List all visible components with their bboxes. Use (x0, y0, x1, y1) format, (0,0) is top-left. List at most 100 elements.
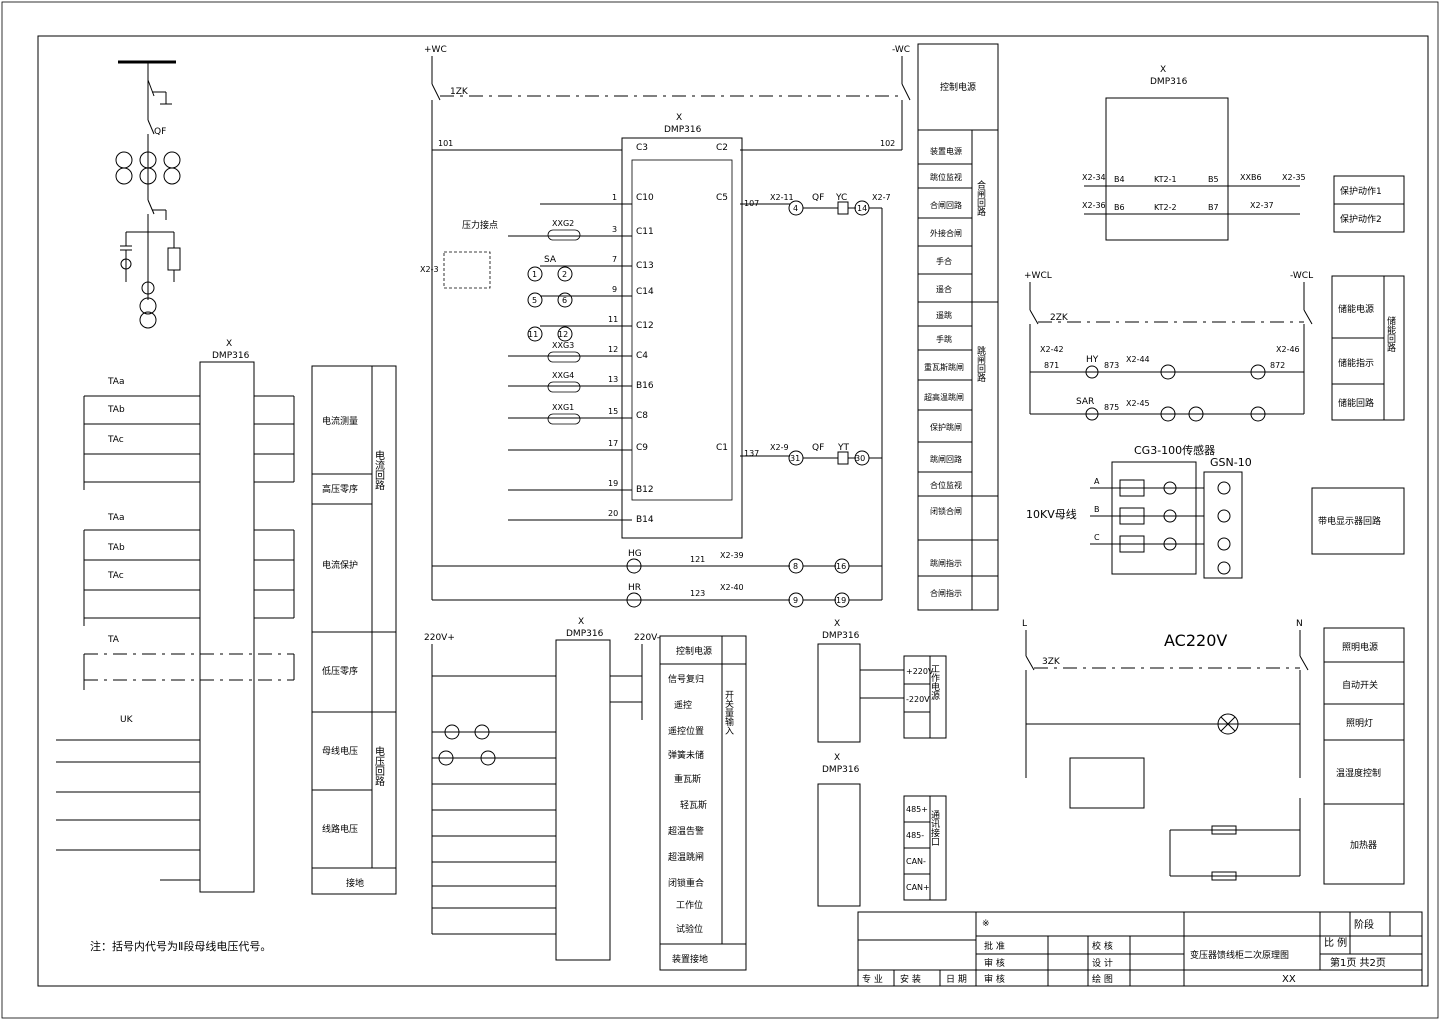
side-left-item-2: 电流保护 (322, 559, 358, 571)
svg-text:1: 1 (612, 193, 617, 202)
title-draw: 绘 图 (1092, 973, 1113, 985)
svg-text:101: 101 (438, 139, 453, 148)
svg-text:873: 873 (1104, 361, 1119, 370)
right-item-12: 跳闸回路 (930, 454, 962, 464)
drawing-title: 变压器馈线柜二次原理图 (1190, 949, 1289, 961)
switch-group-label: 开关量输入 (723, 690, 734, 735)
wc-minus-label: -WC (892, 45, 910, 55)
svg-text:107: 107 (744, 199, 759, 208)
svg-text:11: 11 (608, 315, 618, 324)
press-contact-label: 压力接点 (462, 219, 498, 231)
right-item-5: 手合 (936, 256, 952, 266)
svg-text:6: 6 (562, 296, 567, 305)
svg-text:CAN-: CAN- (906, 857, 926, 866)
ac220-circuit: L N AC220V 3ZK 照明电源 自动开关 照明灯 温湿度控制 加热器 (1022, 619, 1405, 885)
storage-power-label: 储能电源 (1338, 303, 1374, 315)
svg-text:14: 14 (857, 204, 867, 213)
sensor-type-label: CG3-100传感器 (1134, 444, 1215, 457)
svg-text:5: 5 (532, 296, 537, 305)
right-item-3: 合闸回路 (930, 200, 962, 210)
switch-item-0: 控制电源 (676, 645, 712, 657)
svg-text:X2-11: X2-11 (770, 193, 794, 202)
svg-text:102: 102 (880, 139, 895, 148)
title-design: 设 计 (1092, 957, 1113, 969)
charged-display-label: 带电显示器回路 (1318, 515, 1381, 527)
device-label-prot: DMP316 (1150, 77, 1188, 87)
title-date: 日 期 (946, 974, 967, 985)
n-label: N (1296, 619, 1303, 629)
right-item-13: 合位监视 (930, 480, 962, 490)
protect-label-2: 保护动作2 (1340, 213, 1382, 225)
svg-text:X2-35: X2-35 (1282, 173, 1306, 182)
title-stage-label: 阶段 (1354, 918, 1374, 931)
v220p-label: 220V+ (424, 633, 455, 643)
svg-text:TAc: TAc (107, 571, 124, 581)
svg-text:C5: C5 (716, 193, 728, 203)
svg-text:XXG4: XXG4 (552, 371, 574, 380)
svg-text:KT2-2: KT2-2 (1154, 203, 1177, 212)
svg-text:B4: B4 (1114, 175, 1125, 184)
ac-item-1: 自动开关 (1342, 679, 1378, 691)
svg-text:485+: 485+ (906, 805, 928, 814)
right-item-16: 合闸指示 (930, 588, 962, 598)
right-item-7: 遥跳 (936, 310, 952, 320)
svg-text:9: 9 (612, 285, 617, 294)
voltage-group-label: 电压回路 (373, 745, 385, 787)
svg-text:C4: C4 (636, 351, 648, 361)
ac-item-0: 照明电源 (1342, 641, 1378, 653)
svg-text:20: 20 (608, 509, 618, 518)
side-table-right: 控制电源 装置电源 跳位监视 合闸回路 外接合闸 手合 遥合 遥跳 手跳 重瓦斯… (917, 43, 999, 611)
switch-item-7: 超温告警 (668, 825, 704, 837)
svg-text:C8: C8 (636, 411, 648, 421)
note-text: 注：括号内代号为Ⅱ段母线电压代号。 (90, 939, 271, 953)
hr-label: HR (628, 583, 641, 593)
k1-label: 1ZK (450, 87, 469, 97)
svg-text:13: 13 (608, 375, 618, 384)
svg-text:TAc: TAc (107, 435, 124, 445)
qf-label-1: QF (812, 193, 824, 203)
svg-text:C1: C1 (716, 443, 728, 453)
right-item-0: 控制电源 (940, 81, 976, 93)
svg-text:2: 2 (562, 270, 567, 279)
svg-text:19: 19 (836, 596, 846, 605)
svg-text:871: 871 (1044, 361, 1059, 370)
v220m-label: 220V- (634, 633, 660, 643)
sheet-inner-border (37, 35, 1429, 987)
right-item-11: 保护跳闸 (930, 422, 962, 432)
svg-text:19: 19 (608, 479, 618, 488)
yc-label: YC (835, 193, 847, 203)
svg-text:C12: C12 (636, 321, 654, 331)
gsn-label: GSN-10 (1210, 456, 1252, 469)
hy-label: HY (1086, 355, 1099, 365)
device-x-work: X (834, 619, 840, 629)
svg-text:B6: B6 (1114, 203, 1125, 212)
device-x-center: X (676, 113, 682, 123)
protect-label-1: 保护动作1 (1340, 185, 1382, 197)
svg-text:12: 12 (608, 345, 618, 354)
svg-text:XXB6: XXB6 (1240, 173, 1262, 182)
svg-text:C9: C9 (636, 443, 648, 453)
storage-indicate-label: 储能指示 (1338, 357, 1374, 369)
storage-loop-label: 储能回路 (1338, 397, 1374, 409)
svg-text:XXG3: XXG3 (552, 341, 574, 350)
svg-text:TA: TA (107, 635, 120, 645)
title-approve: 批 准 (984, 940, 1005, 952)
ac-item-2: 照明灯 (1346, 718, 1373, 729)
svg-text:B5: B5 (1208, 175, 1219, 184)
right-item-4: 外接合闸 (930, 228, 962, 238)
side-left-item-3: 低压零序 (322, 665, 358, 677)
svg-text:X2-7: X2-7 (872, 193, 891, 202)
device-label-work: DMP316 (822, 631, 860, 641)
svg-text:-220V: -220V (906, 695, 930, 704)
switch-item-12: 装置接地 (672, 953, 708, 965)
side-left-item-1: 高压零序 (322, 483, 358, 495)
work-power-block: X DMP316 +220V-220V 工作电源 X DMP316 485+48… (817, 619, 947, 907)
device-x-switch: X (578, 617, 584, 627)
svg-text:31: 31 (790, 454, 800, 463)
side-left-item-0: 电流测量 (322, 415, 358, 427)
